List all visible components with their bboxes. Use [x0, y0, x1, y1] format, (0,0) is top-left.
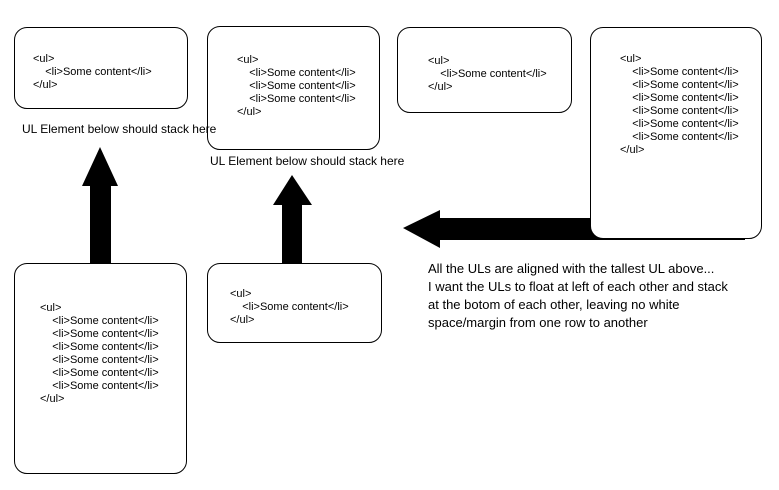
ul-box-top-2: <ul> <li>Some content</li> <li>Some cont…	[207, 26, 380, 150]
ul-code-snippet: <ul> <li>Some content</li> <li>Some cont…	[40, 302, 159, 405]
ul-code-snippet: <ul> <li>Some content</li> </ul>	[428, 55, 547, 93]
ul-code-snippet: <ul> <li>Some content</li> </ul>	[230, 288, 349, 326]
stack-here-label-1: UL Element below should stack here	[22, 122, 217, 136]
ul-box-top-4: <ul> <li>Some content</li> <li>Some cont…	[590, 27, 762, 239]
up-arrow-icon	[82, 147, 118, 264]
stack-here-label-2: UL Element below should stack here	[210, 154, 405, 168]
ul-box-top-3: <ul> <li>Some content</li> </ul>	[397, 27, 572, 113]
ul-code-snippet: <ul> <li>Some content</li> <li>Some cont…	[237, 54, 356, 118]
ul-code-snippet: <ul> <li>Some content</li> </ul>	[33, 53, 152, 91]
ul-code-snippet: <ul> <li>Some content</li> <li>Some cont…	[620, 53, 739, 156]
annotation-note: All the ULs are aligned with the tallest…	[428, 261, 728, 330]
ul-box-top-1: <ul> <li>Some content</li> </ul>	[14, 27, 188, 109]
ul-box-bottom-2: <ul> <li>Some content</li> </ul>	[207, 263, 382, 343]
up-arrow-icon	[273, 175, 312, 264]
ul-box-bottom-1: <ul> <li>Some content</li> <li>Some cont…	[14, 263, 187, 474]
